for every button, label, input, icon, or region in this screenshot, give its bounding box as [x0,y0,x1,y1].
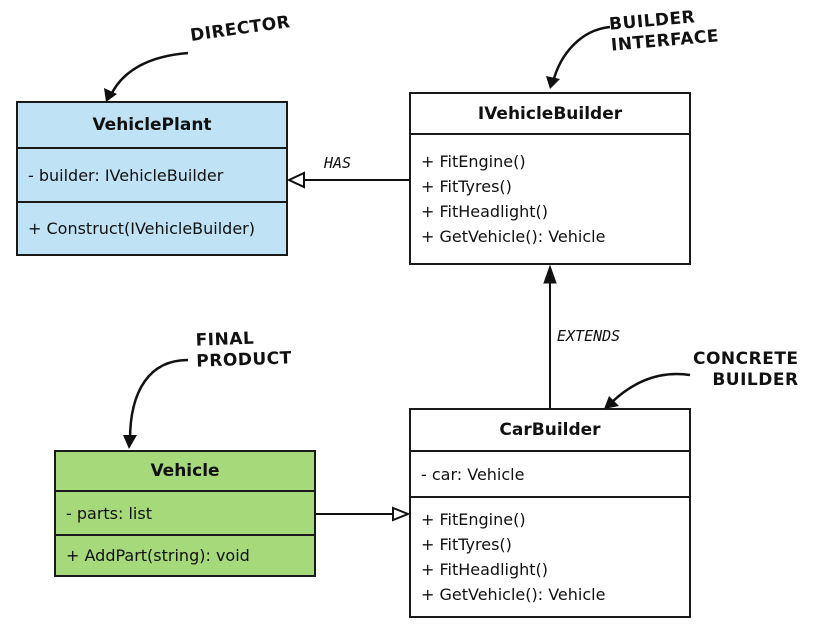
class-vehicleplant: VehiclePlant - builder: IVehicleBuilder … [16,101,288,256]
operation-addpart: + AddPart(string): void [66,546,250,565]
final-product-note: FINAL PRODUCT [195,327,292,372]
concrete-builder-note: CONCRETE BUILDER [693,349,799,391]
operation-fitheadlight: + FitHeadlight() [421,202,549,221]
vehicle-arrowhead [392,506,411,522]
director-note-arrow [108,51,189,98]
attributes-vehicleplant: - builder: IVehicleBuilder [18,149,286,203]
operation-fitheadlight: + FitHeadlight() [421,560,549,579]
attributes-vehicle: - parts: list [56,492,314,536]
attribute-builder: - builder: IVehicleBuilder [28,165,224,185]
final-product-note-arrowhead [123,435,137,449]
builder-interface-note-arrow [551,25,611,83]
attribute-parts: - parts: list [66,503,152,523]
final-product-note-arrow [128,358,189,441]
class-carbuilder: CarBuilder - car: Vehicle + FitEngine() … [409,408,691,618]
operation-fittyres: + FitTyres() [421,177,512,196]
director-note-arrowhead [104,88,117,102]
extends-arrowhead [543,264,557,284]
operation-construct: + Construct(IVehicleBuilder) [28,219,255,238]
concrete-builder-note-arrow [611,372,691,403]
has-label: HAS [324,154,352,172]
concrete-builder-note-line-1: CONCRETE [693,349,799,369]
operations-ivehiclebuilder: + FitEngine() + FitTyres() + FitHeadligh… [411,135,689,263]
class-vehicle: Vehicle - parts: list + AddPart(string):… [54,450,316,577]
operation-fitengine: + FitEngine() [421,510,526,529]
operations-vehicle: + AddPart(string): void [56,536,314,575]
operation-fitengine: + FitEngine() [421,152,526,171]
attributes-carbuilder: - car: Vehicle [411,452,689,498]
extends-label: EXTENDS [557,327,621,345]
class-name-ivehiclebuilder: IVehicleBuilder [411,94,689,135]
class-name-vehicleplant: VehiclePlant [18,103,286,149]
operation-getvehicle: + GetVehicle(): Vehicle [421,227,606,246]
concrete-builder-note-arrowhead [604,396,619,409]
operation-getvehicle: + GetVehicle(): Vehicle [421,585,606,604]
concrete-builder-note-line-2: BUILDER [712,370,799,390]
attribute-car: - car: Vehicle [421,464,525,484]
class-name-vehicle: Vehicle [56,452,314,492]
final-product-note-line-2: PRODUCT [196,348,293,372]
has-arrowhead [286,171,305,189]
class-ivehiclebuilder: IVehicleBuilder + FitEngine() + FitTyres… [409,92,691,265]
operation-fittyres: + FitTyres() [421,535,512,554]
operations-carbuilder: + FitEngine() + FitTyres() + FitHeadligh… [411,498,689,616]
builder-interface-note-arrowhead [546,76,560,89]
operations-vehicleplant: + Construct(IVehicleBuilder) [18,203,286,254]
class-name-carbuilder: CarBuilder [411,410,689,452]
